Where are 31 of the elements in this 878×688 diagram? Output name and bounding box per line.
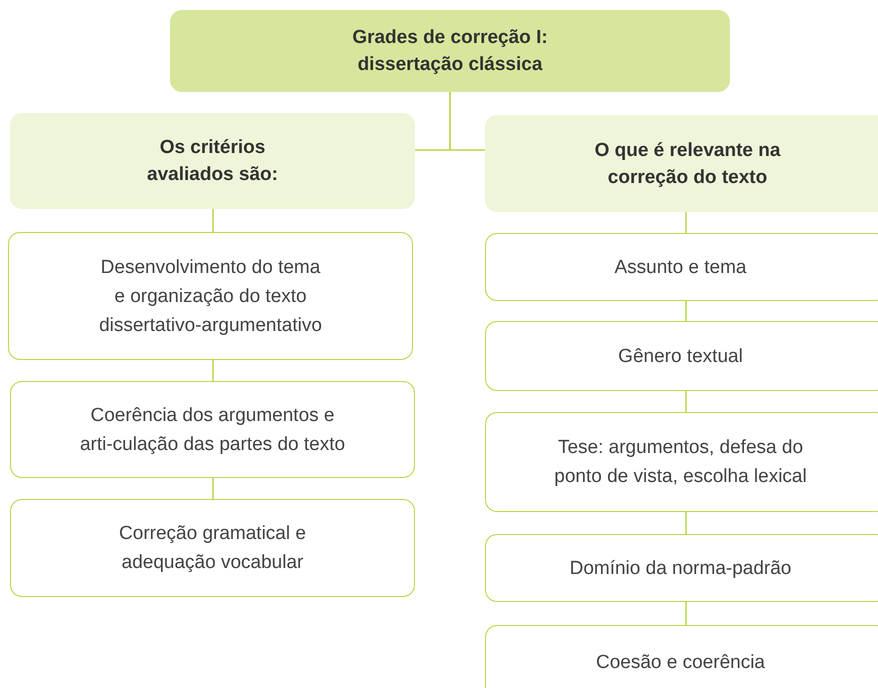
connector-line (685, 212, 687, 233)
connector-line (685, 391, 687, 412)
box-text: Assunto e tema (614, 256, 747, 280)
criterion-box (485, 625, 878, 688)
box-text: Coesão e coerência (596, 651, 765, 675)
connector-line (449, 92, 485, 151)
criterion-box (485, 412, 878, 512)
criterion-box (10, 499, 415, 597)
connector-line (685, 301, 687, 321)
criterion-box (485, 534, 878, 602)
criterion-box (8, 232, 413, 360)
box-text: Tese: argumentos, defesa do ponto de vista, escolha lexical (553, 436, 808, 489)
box-text: O que é relevante na correção do texto (594, 138, 782, 190)
criterion-box (485, 233, 878, 301)
connector-line (685, 512, 687, 534)
box-text: Correção gramatical e adequação vocabular (118, 522, 307, 575)
connector-line (212, 209, 214, 232)
title-box (170, 10, 730, 92)
criterion-box (485, 321, 878, 391)
box-text: Os critérios avaliados são: (146, 136, 279, 187)
criterion-box (10, 381, 415, 478)
connector-line (685, 602, 687, 625)
box-text: Gênero textual (618, 344, 743, 368)
box-text: Grades de correção I: dissertação clássica (351, 26, 549, 77)
box-text: Domínio da norma-padrão (570, 556, 792, 580)
heading-box (10, 113, 415, 209)
box-text: Coerência dos argumentos e arti-culação das partes do texto (78, 404, 346, 456)
connector-line (212, 360, 214, 381)
box-text: Desenvolvimento do tema e organização do texto dissertativo-argumentativo (98, 256, 323, 338)
connector-line (212, 478, 214, 499)
heading-box (485, 115, 878, 212)
